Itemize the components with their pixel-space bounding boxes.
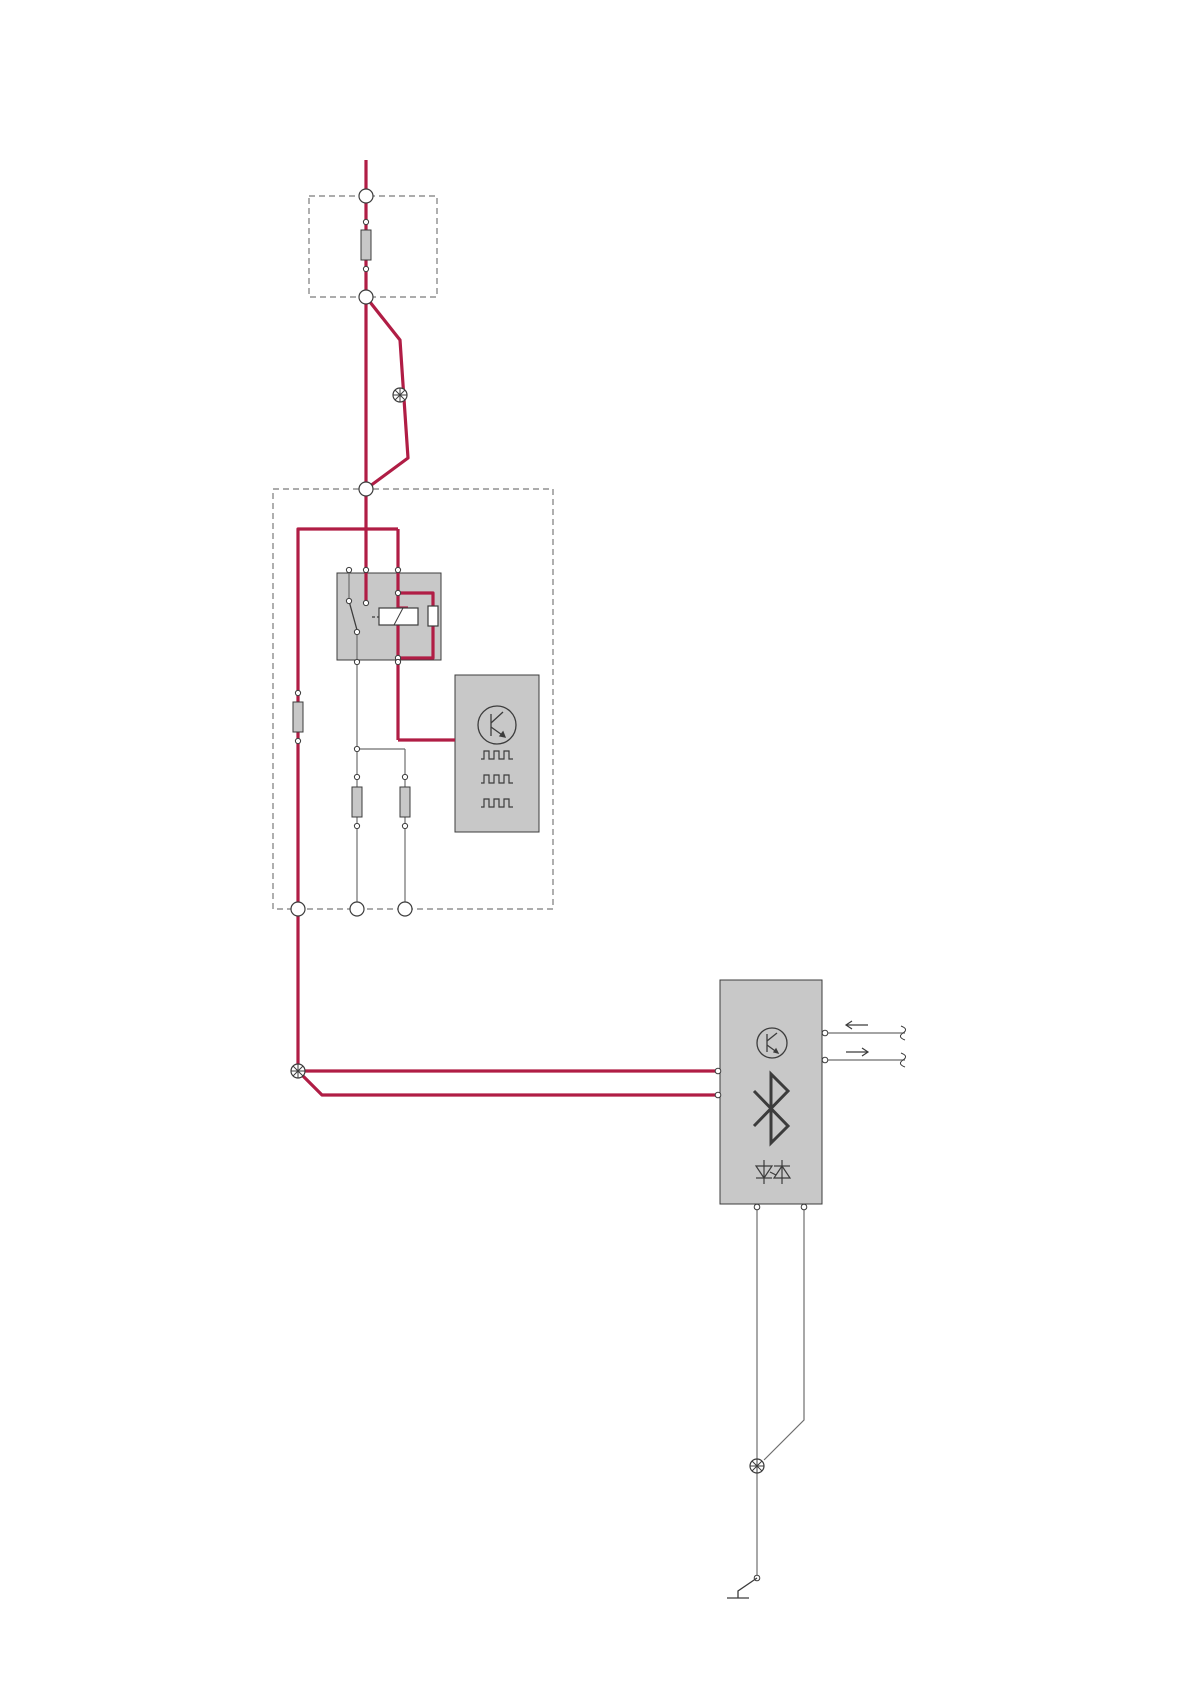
- line-break-marks: [900, 1026, 905, 1067]
- ground-icon: [727, 1578, 757, 1598]
- fuse-right: [400, 787, 410, 817]
- control-unit-box: [455, 675, 539, 832]
- fuse-left: [293, 702, 303, 732]
- fuse-middle: [352, 787, 362, 817]
- fuse-holder-boundary: [309, 196, 437, 297]
- splice-icon: [291, 1064, 305, 1078]
- relay-resistor: [428, 606, 438, 626]
- terminal-pins: [295, 219, 827, 1580]
- splice-icon: [393, 388, 407, 402]
- arrow-right-icon: [846, 1048, 868, 1056]
- fuse-top: [361, 230, 371, 260]
- arrow-left-icon: [846, 1021, 868, 1029]
- splice-icon: [750, 1459, 764, 1473]
